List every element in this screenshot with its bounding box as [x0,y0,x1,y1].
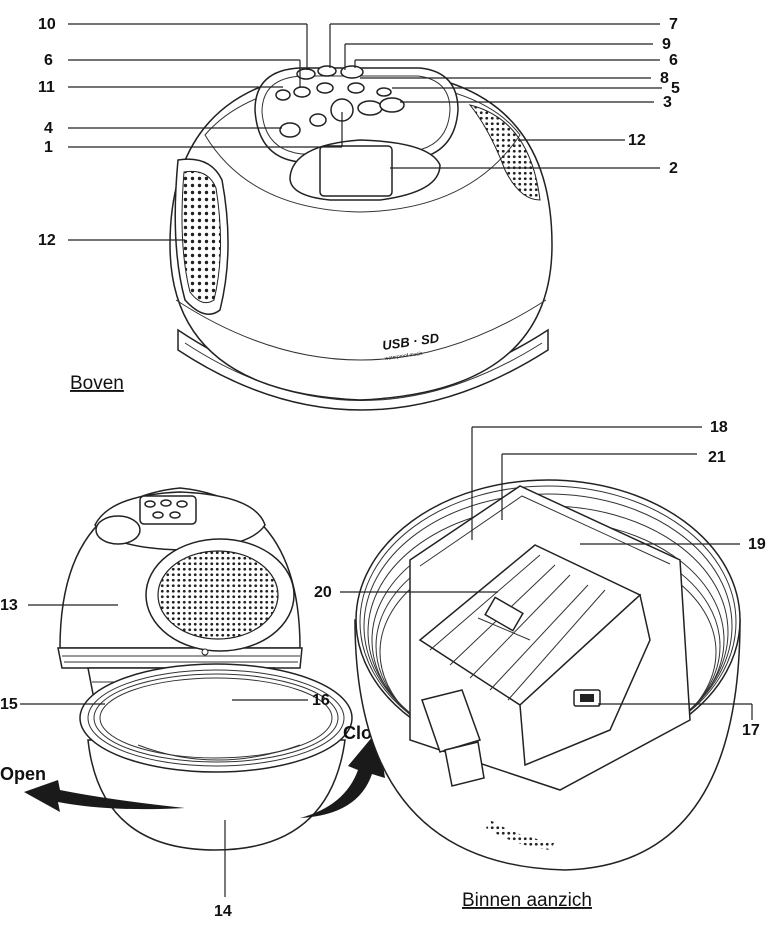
callout-13: 13 [0,597,18,614]
caption-top-view: Boven [70,373,124,394]
callout-8: 8 [660,70,669,87]
close-arrow [300,730,385,818]
callout-3: 3 [663,94,672,111]
caption-inside-view: Binnen aanzich [462,890,592,911]
callout-14: 14 [214,903,232,920]
button-5 [376,87,392,97]
callout-10: 10 [38,16,56,33]
callout-1: 1 [44,139,53,156]
callout-7: 7 [669,16,678,33]
inside-view-speaker [354,479,741,871]
label-open: Open [0,764,46,784]
speaker-grille-right [468,104,541,201]
display-screen [319,145,393,197]
callout-6-left: 6 [44,52,53,69]
speaker-top-half [57,487,303,731]
callout-12-left: 12 [38,232,56,249]
button-9 [340,65,364,79]
callout-2: 2 [669,160,678,177]
callout-19: 19 [748,536,766,553]
open-arrow [24,780,185,812]
button-10 [296,68,316,80]
button-3 [357,100,383,116]
button-11 [275,89,291,101]
logo-tagline: waterproof music [384,351,423,362]
speaker-body [169,69,553,401]
speaker-bottom-bowl [79,663,353,851]
callout-4: 4 [44,120,53,137]
button-7 [317,65,337,77]
top-half-grille [157,550,279,640]
speaker-grille-left [181,170,222,304]
callout-5: 5 [671,80,680,97]
callout-16: 16 [312,692,330,709]
callout-12-right: 12 [628,132,646,149]
callout-20: 20 [314,584,332,601]
callout-9: 9 [662,36,671,53]
callout-11: 11 [38,79,55,96]
button-4 [279,122,301,138]
callout-21: 21 [708,449,726,466]
callout-17: 17 [742,722,760,739]
button-8 [347,82,365,94]
callout-18: 18 [710,419,728,436]
top-leader-lines [68,23,662,241]
callout-6-right: 6 [669,52,678,69]
button-6 [293,86,311,98]
callout-15: 15 [0,696,18,713]
top-view-speaker: USB · SD waterproof music [169,65,553,411]
